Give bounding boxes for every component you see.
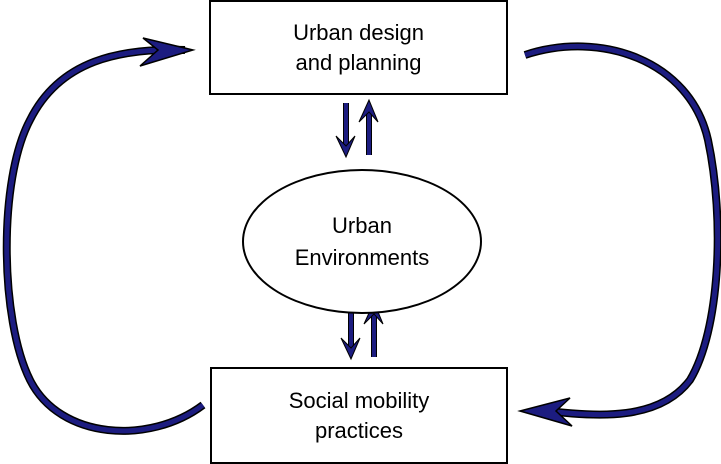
urban-environments-node: Urban Environments: [242, 169, 482, 314]
urban-design-line1: Urban design: [293, 19, 424, 45]
urban-environments-line2: Environments: [294, 244, 430, 270]
urban-design-line2: and planning: [295, 49, 422, 75]
social-mobility-line2: practices: [314, 417, 404, 443]
left-cycle-arrow: [2, 37, 206, 435]
urban-design-node: Urban design and planning: [209, 0, 508, 95]
right-cycle-arrow: [517, 42, 721, 427]
social-mobility-line1: Social mobility: [288, 387, 430, 413]
top-bidirectional-arrows: [335, 98, 379, 159]
social-mobility-node: Social mobility practices: [210, 367, 508, 464]
urban-environments-line1: Urban: [332, 212, 392, 238]
